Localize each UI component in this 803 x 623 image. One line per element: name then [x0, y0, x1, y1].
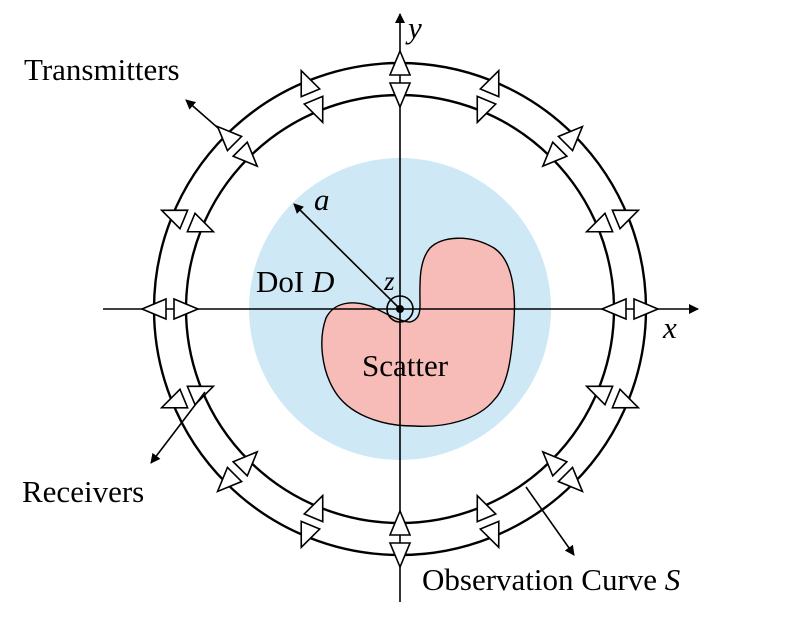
transmitters-label: Transmitters [24, 52, 180, 87]
receiver-marker [541, 140, 569, 168]
receiver-markers [173, 82, 627, 536]
observation-curve-label: Observation Curve S [422, 562, 680, 597]
transmitter-markers [139, 48, 661, 570]
receiver-marker [541, 450, 569, 478]
transmitter-marker [216, 465, 244, 493]
transmitter-marker [159, 209, 189, 231]
transmitter-marker [139, 297, 167, 321]
receiver-marker [476, 493, 498, 523]
transmitter-marker [611, 387, 641, 409]
receiver-marker [186, 385, 216, 407]
receiver-marker [584, 211, 614, 233]
receiver-marker [231, 450, 259, 478]
observation-curve-symbol: S [665, 562, 681, 597]
scatter-label: Scatter [362, 348, 449, 383]
transmitter-marker [216, 125, 244, 153]
radius-arrow [293, 203, 401, 310]
scatterer-shape [321, 237, 516, 427]
transmitter-marker [388, 48, 412, 76]
radius-label: a [314, 182, 330, 217]
receiver-marker [599, 297, 627, 321]
transmitter-marker [611, 209, 641, 231]
x-axis-label: x [662, 310, 677, 345]
transmitter-marker [300, 68, 322, 98]
transmitter-marker [556, 125, 584, 153]
z-axis-outer-ring [386, 295, 414, 323]
doi-symbol: D [311, 264, 334, 299]
transmitters-leader-arrow [185, 99, 219, 129]
transmitter-marker [300, 520, 322, 550]
observation-leader-arrow [525, 486, 575, 556]
transmitter-marker [159, 387, 189, 409]
z-axis-dot [396, 305, 404, 313]
receiver-marker [476, 95, 498, 125]
transmitter-marker [633, 297, 661, 321]
transmitter-marker [478, 520, 500, 550]
receiver-marker [388, 508, 412, 536]
receivers-leader-arrow [150, 391, 206, 464]
y-axis-label: y [405, 10, 422, 45]
receiver-marker [173, 297, 201, 321]
receiver-marker [388, 82, 412, 110]
receiver-marker [302, 95, 324, 125]
receivers-label: Receivers [22, 474, 144, 509]
receiver-marker [584, 385, 614, 407]
receiver-marker [231, 140, 259, 168]
receiver-marker [186, 211, 216, 233]
receiver-marker [302, 493, 324, 523]
doi-text: DoI [256, 264, 312, 299]
transmitter-marker [478, 68, 500, 98]
observation-curve-text: Observation Curve [422, 562, 665, 597]
z-axis-label: z [383, 266, 395, 296]
transmitter-marker [556, 465, 584, 493]
doi-label: DoI D [256, 264, 334, 299]
transmitter-marker [388, 542, 412, 570]
